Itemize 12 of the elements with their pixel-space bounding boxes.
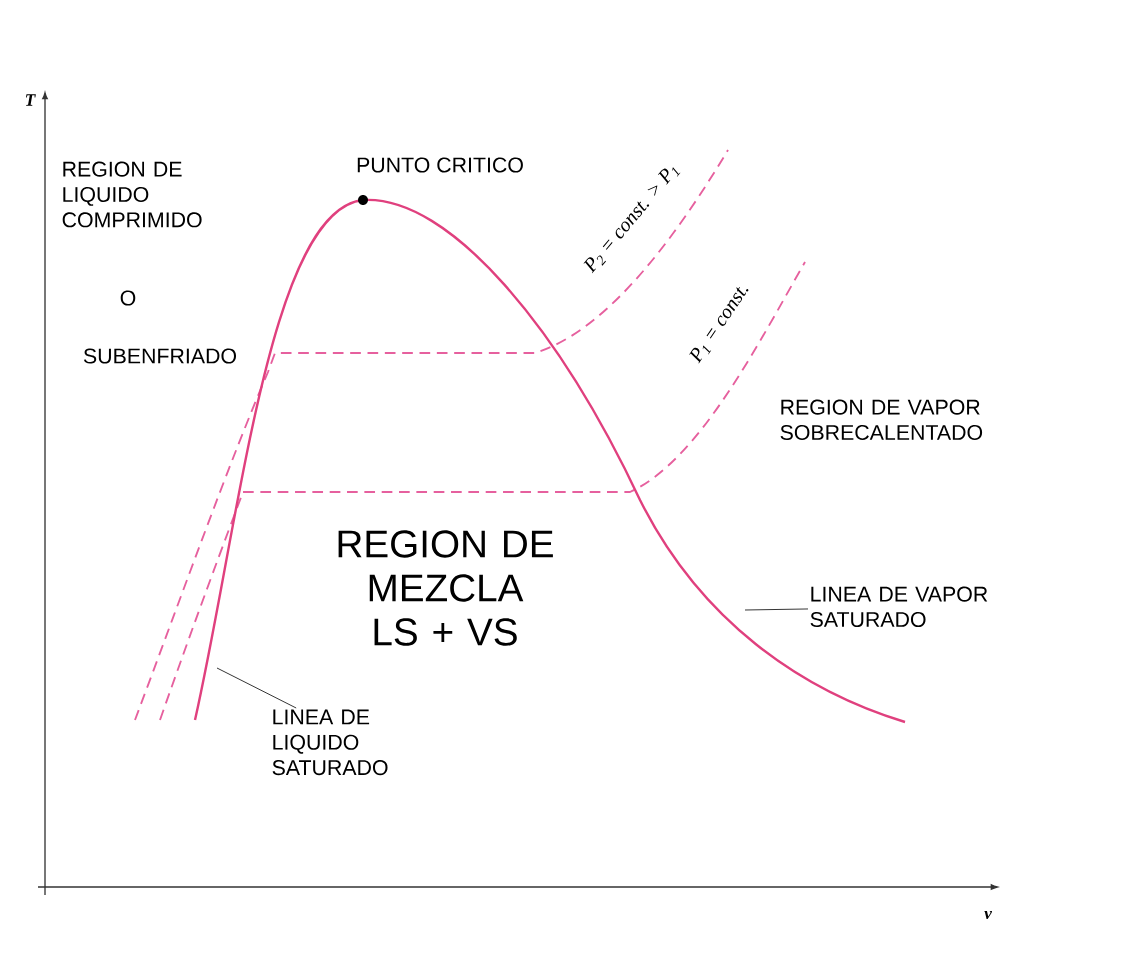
axis-label: T [25,94,36,106]
leader-line [216,667,297,709]
region-label: SUBENFRIADO [83,348,237,364]
leader-text: LINEA DE LIQUIDO SATURADO [272,709,388,776]
leader-text: LINEA DE VAPOR SATURADO [810,586,988,628]
region-label: REGION DE LIQUIDO COMPRIMIDO [62,161,202,228]
axis-label: v [984,910,992,920]
leader-line [744,608,809,611]
region-label: REGION DE VAPOR SOBRECALENTADO [780,399,983,441]
region-label: PUNTO CRITICO [357,157,523,173]
region-label: O [120,290,136,306]
region-label: REGION DE MEZCLA LS + VS [338,530,553,646]
